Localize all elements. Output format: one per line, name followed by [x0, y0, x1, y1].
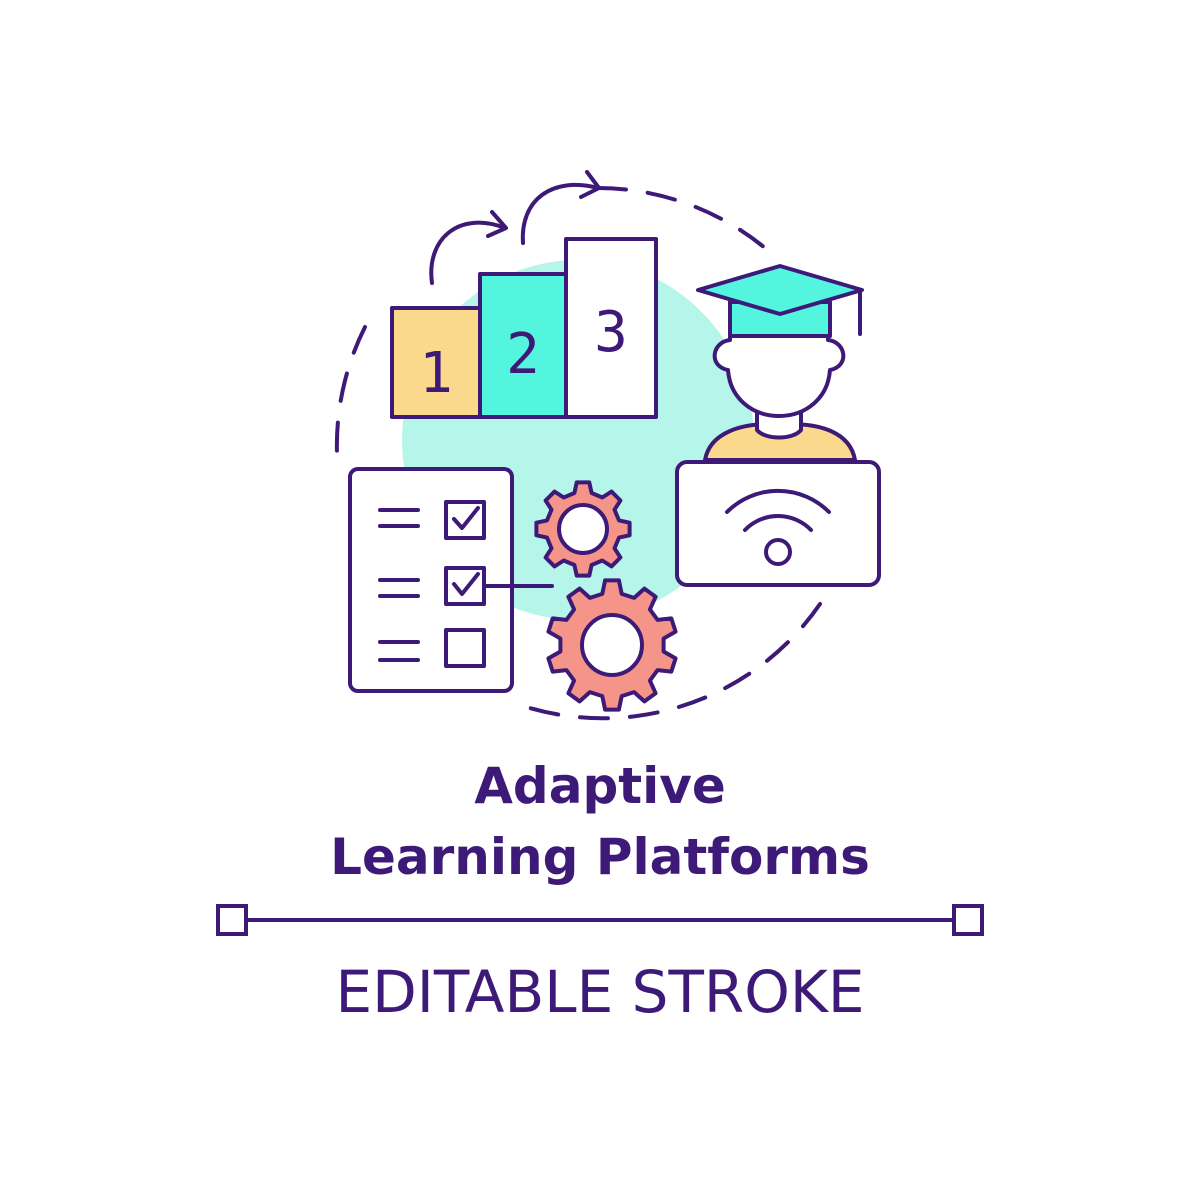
- laptop-icon: [675, 460, 881, 587]
- podium-label-1: 1: [419, 341, 453, 406]
- cap-board: [696, 264, 864, 316]
- graduate-icon: [696, 264, 864, 462]
- gear-icon: [534, 480, 678, 712]
- podium-step-2: [478, 272, 568, 419]
- gear-large-hole: [580, 613, 644, 677]
- checklist-icon: [348, 467, 554, 693]
- podium-label-3: 3: [594, 300, 628, 365]
- stroke-handle-left: [216, 904, 248, 936]
- arrow-icon: [429, 170, 601, 285]
- checkmark-1: [452, 506, 480, 530]
- podium-labels: 1 2 3: [419, 300, 628, 406]
- laptop-screen: [675, 460, 881, 587]
- podium-step-1: [390, 306, 482, 419]
- checklist-paper: [348, 467, 514, 693]
- caption: EDITABLE STROKE: [335, 958, 865, 1026]
- checkmark-2: [452, 572, 480, 596]
- podium-step-3: [564, 237, 658, 419]
- wifi-icon: [725, 488, 831, 566]
- graduate-head: [712, 328, 846, 418]
- title-line-1: Adaptive: [474, 757, 726, 815]
- dashed-circle: [334, 186, 822, 721]
- gear-small-hole: [557, 503, 609, 555]
- checkbox-3: [444, 628, 486, 668]
- editable-stroke-line: [216, 904, 984, 936]
- podium-icon: [390, 237, 658, 419]
- title-line-2: Learning Platforms: [330, 828, 870, 886]
- adaptive-learning-illustration: 1 2 3: [334, 170, 881, 721]
- stroke-handle-right: [952, 904, 984, 936]
- podium-label-2: 2: [506, 322, 540, 387]
